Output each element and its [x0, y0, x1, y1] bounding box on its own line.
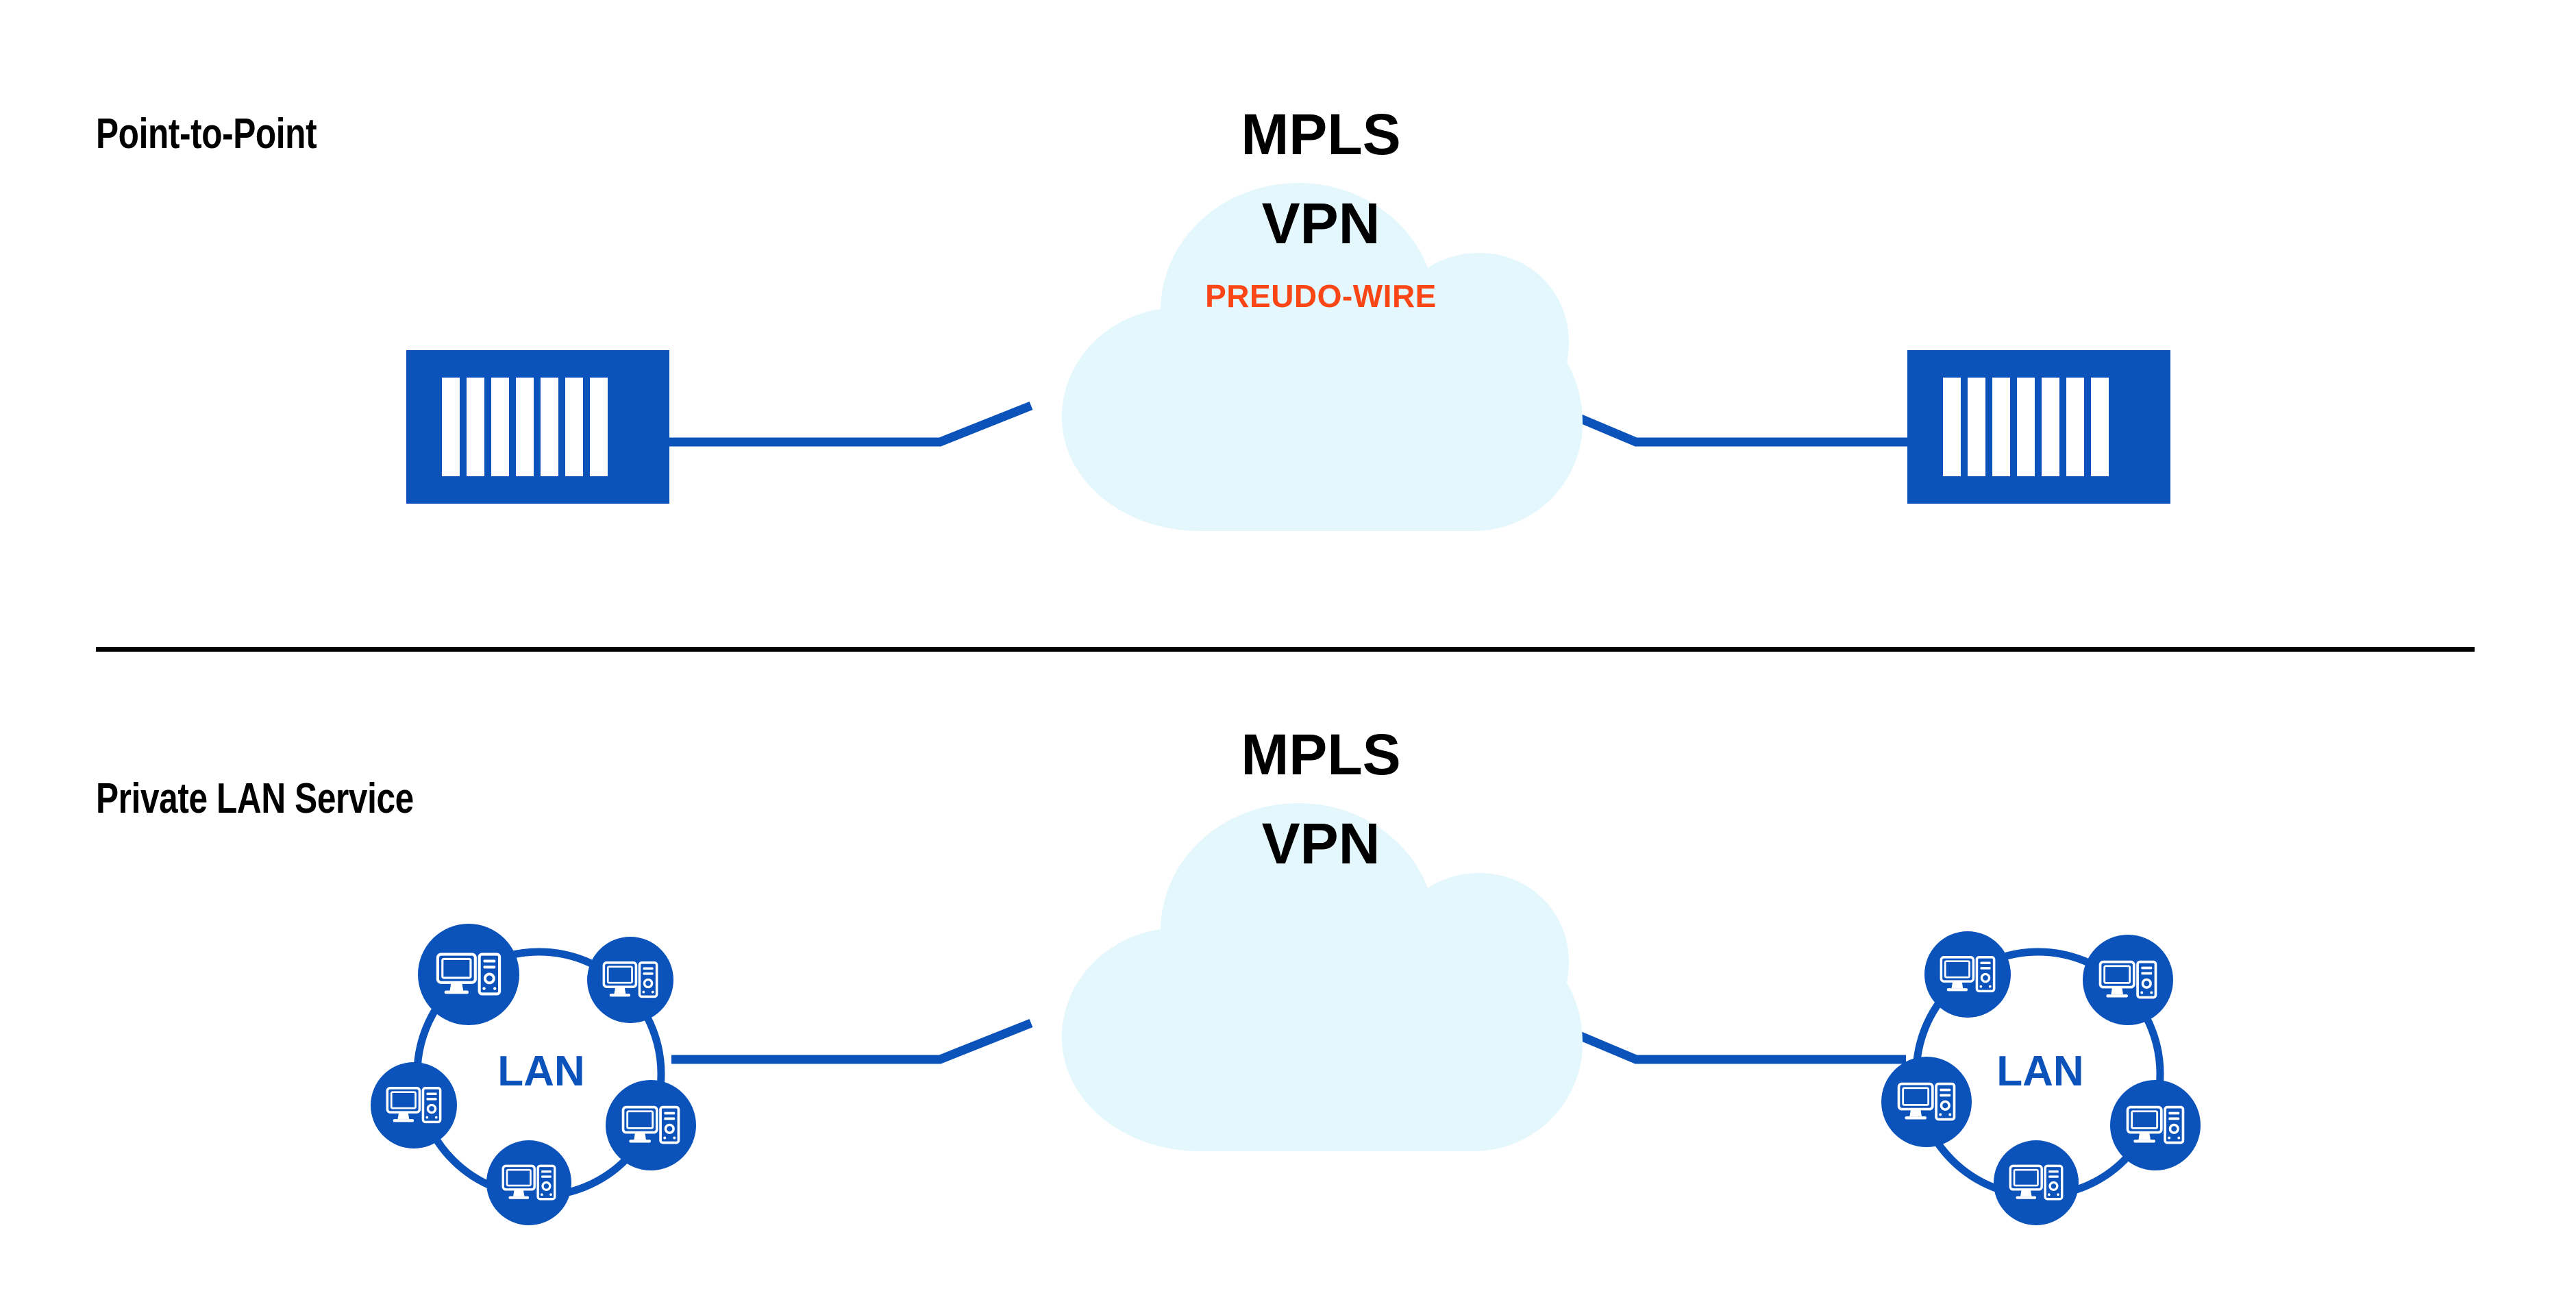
- section-point-to-point: MPLS VPN PREUDO-WIRE: [406, 102, 2170, 531]
- lan-label-right: LAN: [1996, 1048, 2083, 1095]
- lan-host-right-3[interactable]: [1881, 1057, 1972, 1147]
- cloud-label-mpls-p2p: MPLS: [1241, 102, 1400, 167]
- cloud-label-mpls-pls: MPLS: [1241, 722, 1400, 787]
- lan-host-right-1[interactable]: [1924, 931, 2011, 1018]
- section-divider: [96, 647, 2475, 652]
- lan-host-right-2[interactable]: [2083, 935, 2173, 1025]
- section-title-private-lan-service: Private LAN Service: [96, 775, 414, 822]
- lan-host-right-5[interactable]: [1994, 1140, 2079, 1225]
- cloud-label-vpn-p2p: VPN: [1262, 191, 1380, 256]
- lan-host-left-5[interactable]: [486, 1140, 571, 1225]
- lan-host-right-4[interactable]: [2110, 1080, 2201, 1170]
- lan-host-left-2[interactable]: [587, 937, 673, 1023]
- link-left-p2p: [669, 401, 1033, 447]
- section-title-point-to-point: Point-to-Point: [96, 110, 317, 158]
- switch-icon-left-p2p[interactable]: [406, 350, 669, 504]
- lan-label-left: LAN: [497, 1048, 584, 1095]
- lan-ring-right[interactable]: LAN: [1881, 931, 2201, 1225]
- link-right-pls: [1548, 1019, 1906, 1064]
- lan-ring-left[interactable]: LAN: [371, 924, 696, 1225]
- switch-icon-right-p2p[interactable]: [1907, 350, 2170, 504]
- lan-host-left-4[interactable]: [606, 1080, 696, 1170]
- lan-host-left-3[interactable]: [371, 1062, 457, 1149]
- link-right-p2p: [1548, 402, 1907, 447]
- cloud-sublabel-pseudo-wire: PREUDO-WIRE: [1205, 278, 1437, 314]
- cloud-label-vpn-pls: VPN: [1262, 811, 1380, 876]
- lan-host-left-1[interactable]: [418, 924, 519, 1025]
- section-private-lan-service: LAN: [371, 722, 2201, 1225]
- link-left-pls: [671, 1018, 1033, 1064]
